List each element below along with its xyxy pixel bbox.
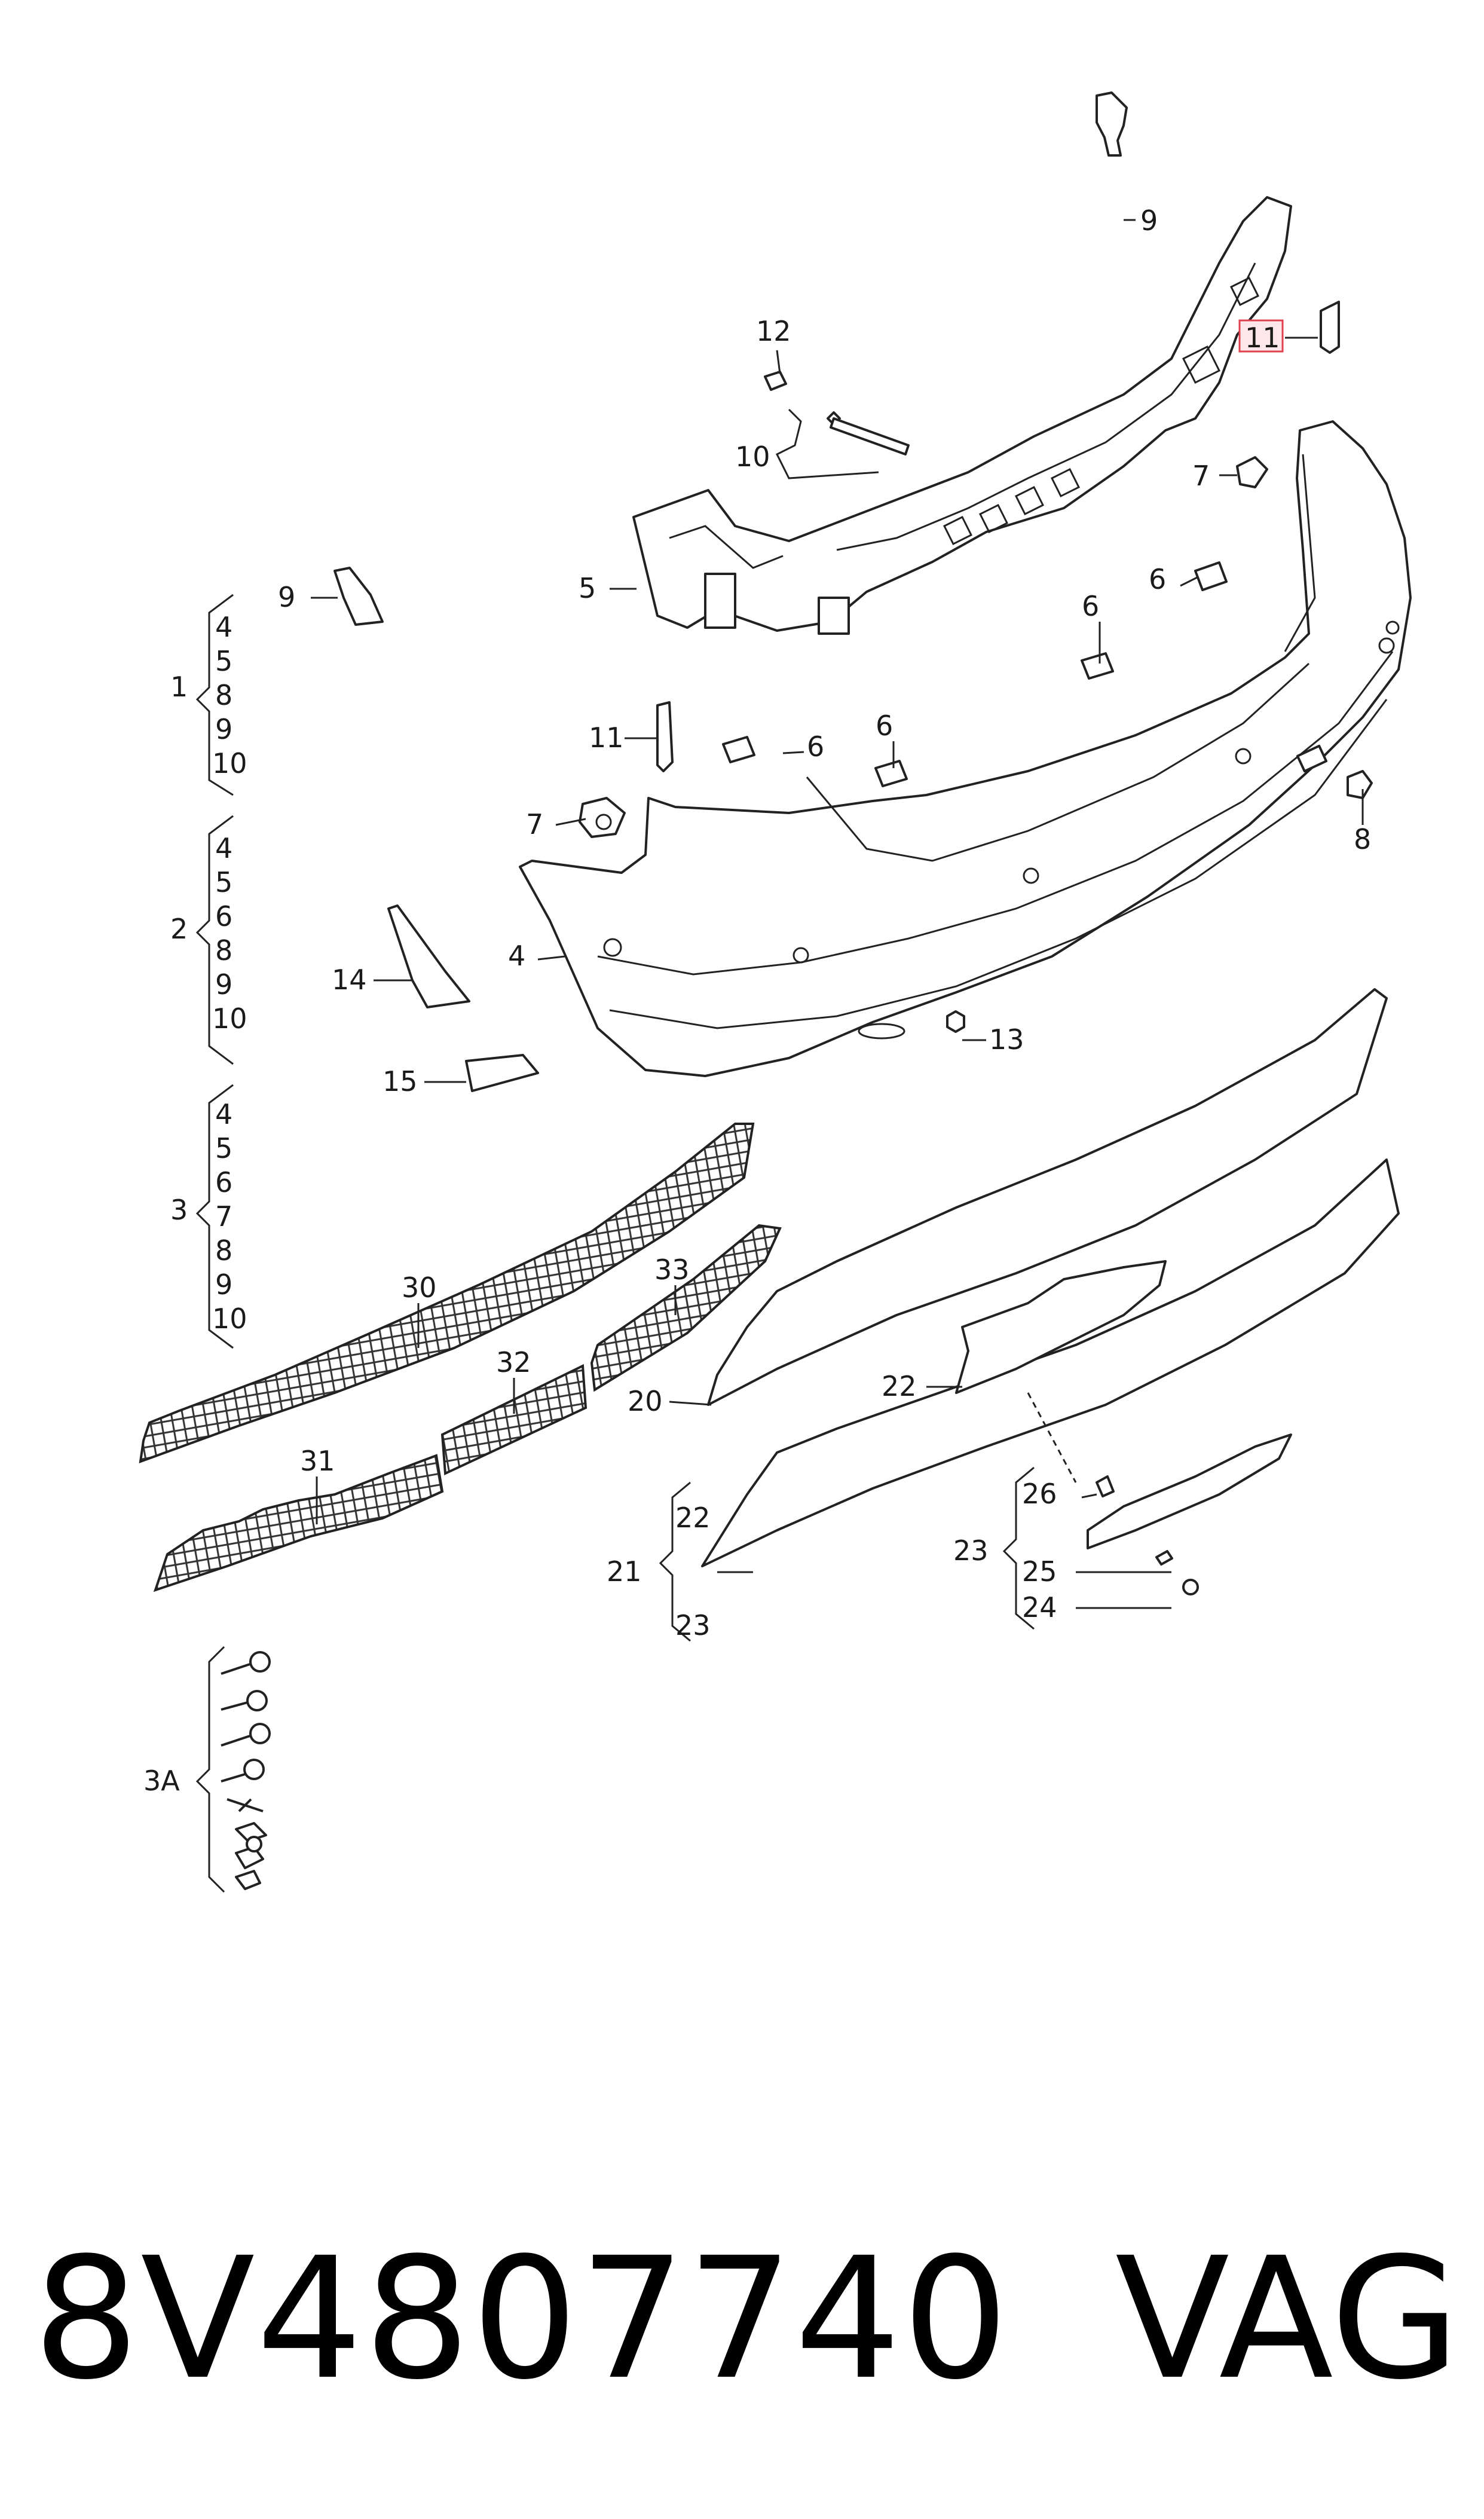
group-3-member: 7 [215,1200,232,1233]
group-2-member: 8 [215,934,232,967]
group-2-member: 6 [215,900,232,933]
callout-25: 25 [1022,1555,1057,1588]
group-3-label: 3 [170,1194,188,1226]
group-3-member: 4 [215,1098,232,1130]
rear-bumper-cover [519,420,1412,1077]
group-3: 3 4 5 6 7 8 9 10 [170,1098,247,1335]
callout-7-left: 7 [526,808,543,840]
group-1-member: 5 [215,645,232,677]
callout-14: 14 [332,964,367,996]
lower-trim-parts [139,988,1400,1595]
group-3-member: 10 [212,1303,247,1335]
callout-12: 12 [756,315,791,347]
group-2-member: 10 [212,1002,247,1035]
callout-30: 30 [402,1271,437,1304]
group-2-label: 2 [170,913,188,945]
callout-4: 4 [508,940,525,972]
brand-name: VAG [1115,2222,1460,2417]
group-2-member: 9 [215,968,232,1001]
callout-13: 13 [989,1023,1024,1056]
callout-26: 26 [1022,1478,1057,1510]
callout-10: 10 [735,441,770,473]
bumper-clips [333,91,1373,1092]
callout-6-mid: 6 [1082,590,1099,622]
callout-22-b: 22 [675,1502,711,1534]
group-3-member: 8 [215,1234,232,1267]
group-1: 1 4 5 8 9 10 [170,611,247,779]
callout-11-top: 11 [1245,322,1280,354]
callout-11-highlight [1238,319,1284,353]
callout-33: 33 [654,1254,690,1286]
callout-6-b: 6 [876,710,893,742]
callout-6-right: 6 [1149,563,1166,595]
callout-11-left: 11 [589,722,624,754]
callout-32: 32 [496,1346,531,1378]
group-3-member: 5 [215,1132,232,1164]
group-2-member: 5 [215,866,232,898]
leader-lines [195,219,1364,1893]
callout-6-a: 6 [807,730,824,763]
callout-7-right: 7 [1192,460,1210,492]
callout-31: 31 [300,1445,335,1477]
group-1-member: 10 [212,747,247,779]
group-1-member: 9 [215,713,232,745]
group-3-member: 6 [215,1166,232,1199]
callout-23-b: 23 [675,1609,711,1641]
group-2: 2 4 5 6 8 9 10 [170,832,247,1035]
callout-22-a: 22 [882,1370,917,1402]
group-2-member: 4 [215,832,232,864]
callout-21: 21 [607,1555,642,1588]
group-1-label: 1 [170,671,188,703]
kit-3a-label: 3A [143,1765,180,1797]
bumper-carrier-bracket [632,196,1292,635]
group-3-member: 9 [215,1268,232,1301]
callout-9-top: 9 [1140,204,1158,237]
fastener-kit-3a [221,1651,271,1890]
callout-23: 23 [953,1534,989,1567]
callout-24: 24 [1022,1591,1057,1624]
callout-15: 15 [383,1065,418,1098]
part-number: 8V4807740 [33,2222,1010,2417]
callout-9-left: 9 [278,581,295,613]
callout-labels: 9 12 11 10 7 5 6 6 9 11 6 6 7 8 4 14 13 … [278,204,1371,1641]
callout-5: 5 [579,572,596,604]
group-1-member: 4 [215,611,232,643]
group-1-member: 8 [215,679,232,711]
callout-8: 8 [1354,823,1371,855]
callout-20: 20 [628,1385,663,1417]
